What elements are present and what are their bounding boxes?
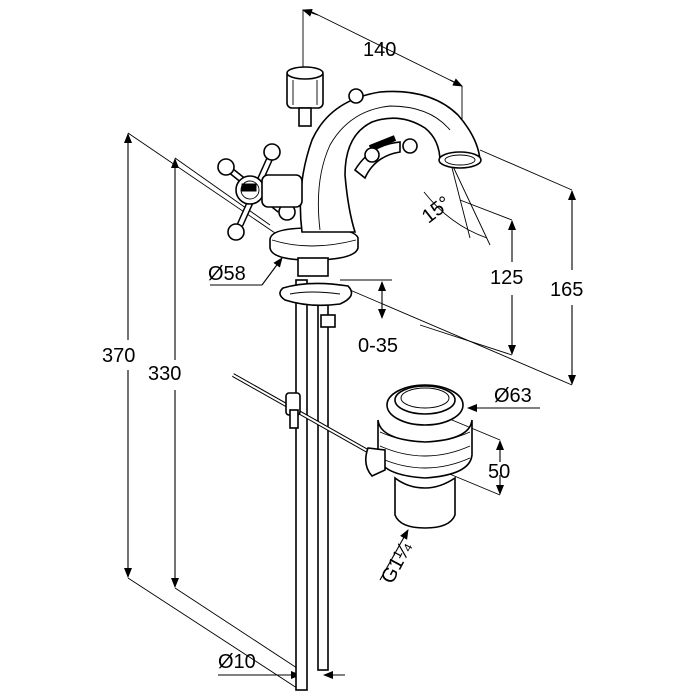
dim-rod-length: 330 bbox=[148, 363, 181, 385]
tail-pipes bbox=[295, 279, 336, 691]
dim-thread-size: G1¼ bbox=[377, 538, 417, 587]
dim-base-diameter: Ø58 bbox=[208, 263, 246, 285]
popup-rod bbox=[232, 373, 381, 460]
dim-spout-reach: 140 bbox=[363, 39, 396, 61]
faucet-base bbox=[269, 227, 359, 307]
dim-total-height: 165 bbox=[550, 279, 583, 301]
dim-tail-diameter: Ø10 bbox=[218, 651, 256, 673]
faucet-spout bbox=[299, 90, 482, 233]
cross-handle-right bbox=[348, 88, 418, 163]
dim-spout-angle: 15° bbox=[418, 192, 455, 228]
cross-handle-left bbox=[217, 143, 303, 241]
dim-spout-height: 125 bbox=[490, 267, 523, 289]
dim-height-adjust: 0-35 bbox=[358, 335, 398, 357]
dimension-lines bbox=[124, 9, 576, 691]
popup-knob bbox=[286, 66, 324, 127]
dim-waste-height: 50 bbox=[488, 461, 510, 483]
dim-overall-length: 370 bbox=[102, 345, 135, 367]
waste-valve bbox=[364, 384, 473, 529]
dim-waste-diameter: Ø63 bbox=[494, 385, 532, 407]
dimension-labels: 140 15° 125 165 370 330 Ø58 0-35 Ø63 50 … bbox=[102, 39, 583, 673]
